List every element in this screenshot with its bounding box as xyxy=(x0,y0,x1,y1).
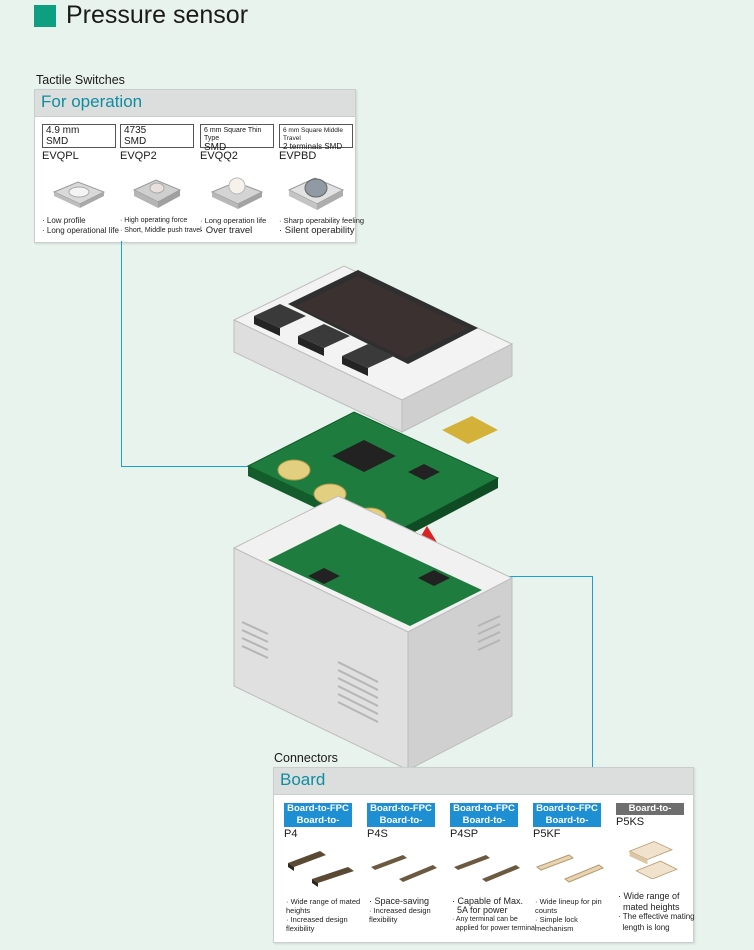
connector-badge: Board-to-Board xyxy=(533,815,601,838)
switch-features: · High operating force· Short, Middle pu… xyxy=(120,217,202,234)
connectors-category-label: Connectors xyxy=(274,751,338,765)
tactile-category-label: Tactile Switches xyxy=(36,73,125,87)
pressure-sensor-illustration xyxy=(232,265,514,770)
switch-image xyxy=(52,181,106,208)
connector-model: P5KS xyxy=(616,816,645,828)
connector-badge: Board-to-FPC xyxy=(450,803,518,815)
switch-features: · Low profile· Long operational life xyxy=(42,216,119,235)
connector-badge: Board-to-FPC xyxy=(284,803,352,815)
leader-line-switch xyxy=(121,241,122,467)
connector-image xyxy=(628,841,678,879)
tactile-panel-title: For operation xyxy=(41,92,143,111)
connector-image xyxy=(454,855,520,882)
connector-features: · Wide lineup for pin counts· Simple loc… xyxy=(535,897,602,933)
connector-card-p5kf[interactable]: Board-to-FPC Board-to-Board P5KF · Wide … xyxy=(533,803,613,943)
switch-model: EVPBD xyxy=(279,150,317,162)
connector-model: P4 xyxy=(284,828,298,840)
connector-features: · Capable of Max. 5A for power · Any ter… xyxy=(452,896,537,933)
connector-badge: Board-to-Board xyxy=(616,803,684,826)
connector-image xyxy=(288,851,354,887)
connector-card-p5ks[interactable]: Board-to-Board P5KS · Wide range of mate… xyxy=(616,803,696,943)
page-title: Pressure sensor xyxy=(66,1,249,29)
switch-image xyxy=(132,179,182,208)
connector-model: P5KF xyxy=(533,828,561,840)
switch-model: EVQP2 xyxy=(120,150,157,162)
connector-image xyxy=(371,855,437,882)
connector-badge: Board-to-Board xyxy=(450,815,518,838)
connector-card-p4s[interactable]: Board-to-FPC Board-to-Board P4S · Space-… xyxy=(367,803,447,943)
top-cover xyxy=(232,265,514,433)
switch-model: EVQQ2 xyxy=(200,150,238,162)
connector-badge: Board-to-FPC xyxy=(533,803,601,815)
connector-features: · Wide range of mated heights· Increased… xyxy=(286,897,361,933)
connectors-panel-header: Board xyxy=(274,768,693,795)
connector-badge: Board-to-Board xyxy=(284,815,352,838)
switch-image xyxy=(287,177,345,210)
connector-badge: Board-to-FPC xyxy=(367,803,435,815)
connector-card-p4[interactable]: Board-to-FPC Board-to-Board P4 · Wide ra… xyxy=(284,803,364,943)
connector-features: · Wide range of mated heights · The effe… xyxy=(618,891,695,932)
switch-features: · Sharp operability feeling· Silent oper… xyxy=(279,216,365,236)
leader-line-switch-h xyxy=(121,466,289,467)
connector-model: P4S xyxy=(367,828,388,840)
connectors-panel-title: Board xyxy=(280,770,326,789)
tactile-panel-header: For operation xyxy=(35,90,355,117)
bottom-housing xyxy=(232,495,514,770)
leader-line-connector xyxy=(592,576,593,768)
switch-features: · Long operation life· Over travel xyxy=(200,216,267,236)
connector-card-p4sp[interactable]: Board-to-FPC Board-to-Board P4SP · Capab… xyxy=(450,803,537,943)
connector-image xyxy=(535,854,605,883)
connector-model: P4SP xyxy=(450,828,479,840)
title-accent-square xyxy=(34,5,56,27)
leader-line-connector-h xyxy=(440,576,592,577)
switch-image xyxy=(210,177,264,209)
connector-badge: Board-to-Board xyxy=(367,815,435,838)
connector-features: · Space-saving· Increased design flexibi… xyxy=(369,896,431,925)
switch-model: EVQPL xyxy=(42,150,79,162)
connectors-panel: Board Board-to-FPC Board-to-Board P4 · W… xyxy=(273,767,696,943)
